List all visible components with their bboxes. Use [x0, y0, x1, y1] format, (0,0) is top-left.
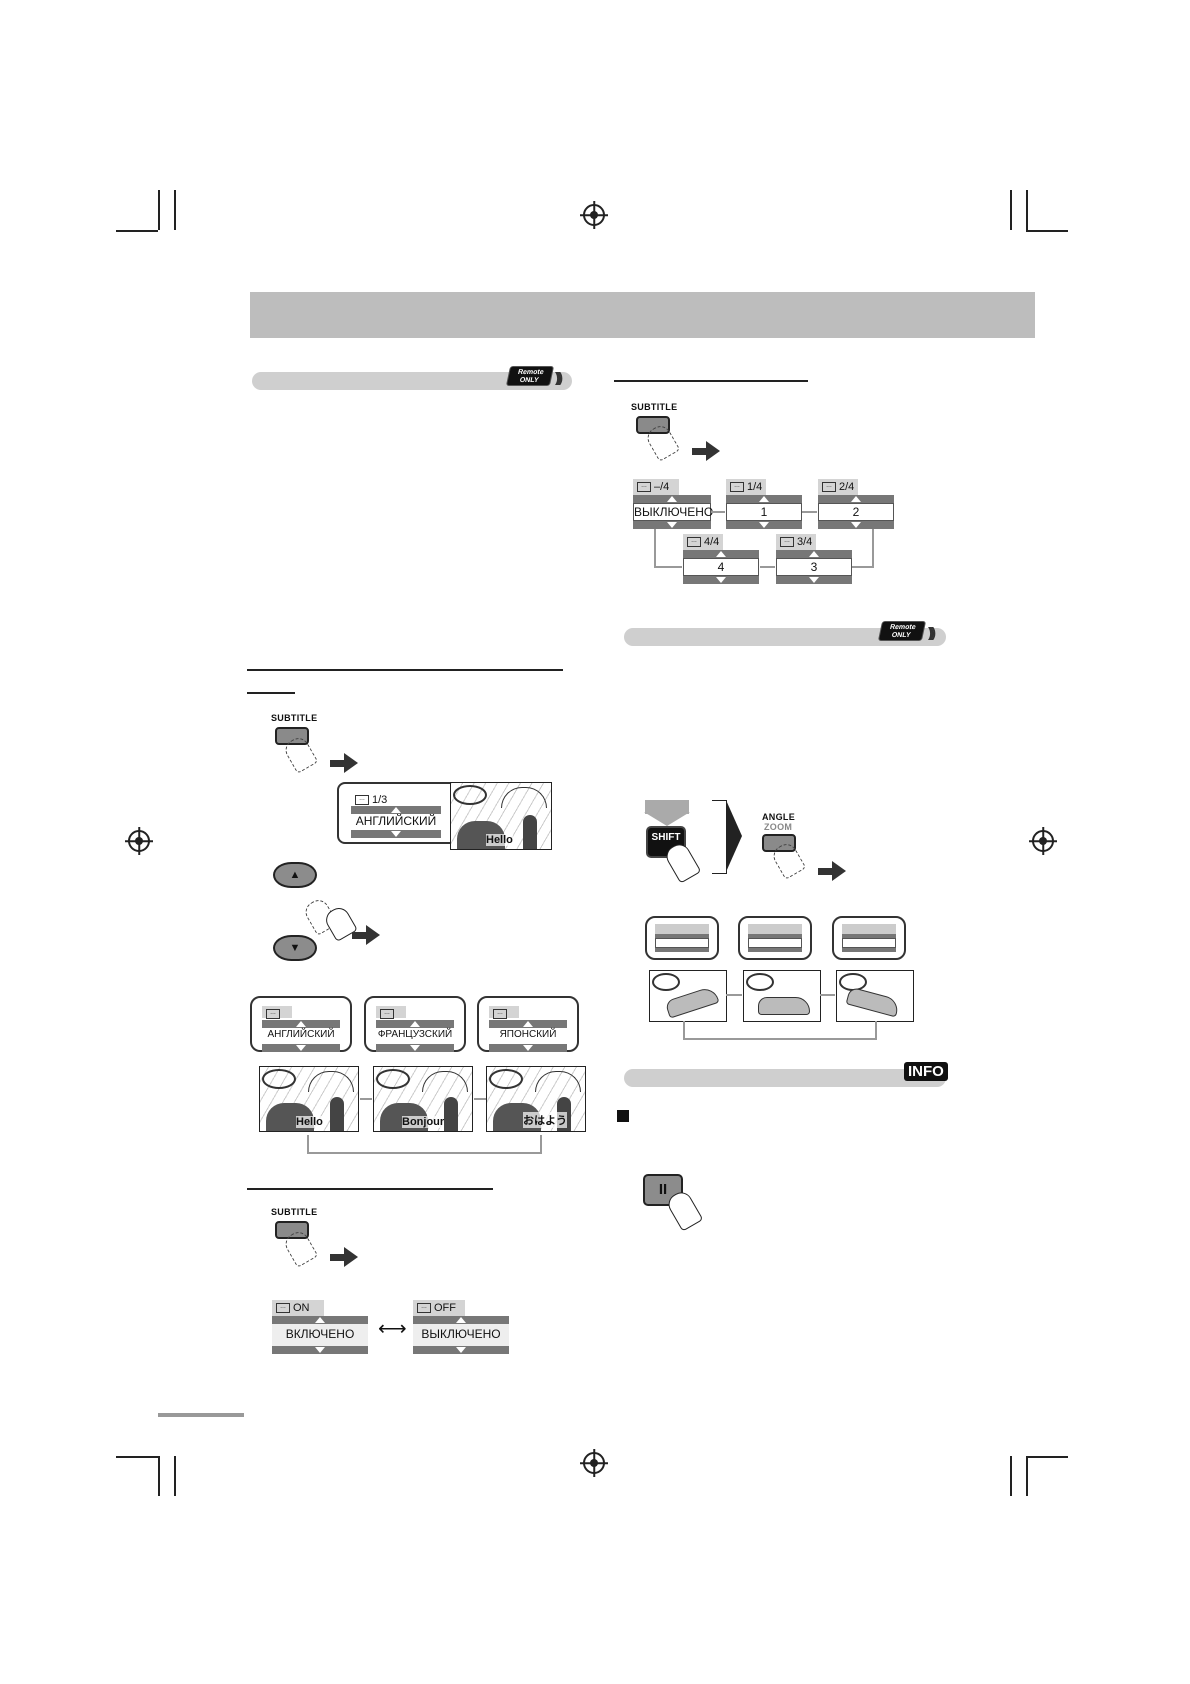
registration-mark-top	[583, 204, 605, 226]
language-option-1: АНГЛИЙСКИЙ	[262, 1028, 340, 1044]
press-arrow-icon-5	[832, 861, 846, 881]
heading-rule-1b	[247, 692, 295, 694]
subtitle-cycle-value-5: 4	[683, 558, 759, 576]
press-arrow-shaft	[330, 760, 344, 767]
press-arrow-icon-2	[366, 925, 380, 945]
language-scene-2: Bonjour	[373, 1066, 473, 1132]
subtitle-off-value: ВЫКЛЮЧЕНО	[413, 1324, 509, 1346]
shift-down-arrow-shaft	[645, 800, 689, 814]
angle-bubble-1	[645, 916, 719, 960]
language-scene-caption-1: Hello	[296, 1116, 323, 1128]
language-scene-1: Hello	[259, 1066, 359, 1132]
subtitle-cycle-step-4: …3/4 3	[776, 534, 852, 584]
page-number-bar	[158, 1413, 244, 1417]
heading-rule-1	[247, 669, 563, 671]
down-arrow-icon: ▼	[289, 942, 301, 954]
subtitle-button-3[interactable]	[636, 416, 670, 434]
up-button[interactable]: ▲	[273, 862, 317, 888]
info-section-bar	[624, 1069, 946, 1087]
subtitle-button-label: SUBTITLE	[271, 713, 318, 723]
scene-subtitle-caption: Hello	[486, 834, 513, 846]
subtitle-cycle-value-3: 2	[818, 503, 894, 521]
press-arrow-icon	[344, 753, 358, 773]
subtitle-cycle-value-2: 1	[726, 503, 802, 521]
registration-mark-left	[128, 830, 150, 852]
angle-bubble-2	[738, 916, 812, 960]
subtitle-off-osd: …OFF ВЫКЛЮЧЕНО	[413, 1300, 509, 1354]
subtitle-cycle-step-3: …2/4 2	[818, 479, 894, 529]
section-bar-right	[624, 628, 946, 646]
info-icon: INFO	[904, 1062, 948, 1081]
language-osd-header: 1/3	[372, 794, 388, 806]
press-arrow-shaft-4	[692, 448, 706, 455]
language-option-2: ФРАНЦУЗСКИЙ	[376, 1028, 454, 1044]
angle-bubble-3	[832, 916, 906, 960]
section-bar-left	[252, 372, 572, 390]
shift-down-arrow-icon	[644, 812, 690, 826]
signal-waves-icon: )))	[555, 369, 563, 385]
language-scene-caption-2: Bonjour	[402, 1116, 445, 1128]
registration-mark-right	[1032, 830, 1054, 852]
angle-scene-2	[743, 970, 821, 1022]
subtitle-cycle-step-1: …–/4 ВЫКЛЮЧЕНО	[633, 479, 714, 529]
subtitle-cycle-step-5: …4/4 4	[683, 534, 759, 584]
subtitle-button-2[interactable]	[275, 1221, 309, 1239]
down-button[interactable]: ▼	[273, 935, 317, 961]
remote-only-icon-2: Remote ONLY	[877, 621, 927, 641]
square-bullet-icon	[617, 1110, 629, 1122]
subtitle-button[interactable]	[275, 727, 309, 745]
language-scene-3: おはよう	[486, 1066, 586, 1132]
language-option-3: ЯПОНСКИЙ	[489, 1028, 567, 1044]
subtitle-cycle-value-1: ВЫКЛЮЧЕНО	[633, 503, 714, 521]
heading-rule-2	[247, 1188, 493, 1190]
toggle-arrow-icon: ⟷	[378, 1318, 407, 1340]
press-arrow-shaft-3	[330, 1254, 344, 1261]
heading-rule-3	[614, 380, 808, 382]
angle-button[interactable]	[762, 834, 796, 852]
remote-only-icon: Remote ONLY	[505, 366, 555, 386]
subtitle-cycle-step-2: …1/4 1	[726, 479, 802, 529]
angle-scene-1	[649, 970, 727, 1022]
zoom-button-label: ZOOM	[764, 822, 793, 832]
press-arrow-shaft-5	[818, 868, 832, 875]
signal-waves-icon-2: )))	[928, 624, 936, 640]
subtitle-button-label-3: SUBTITLE	[631, 402, 678, 412]
language-bubble-1: … АНГЛИЙСКИЙ	[250, 996, 352, 1052]
subtitle-on-value: ВКЛЮЧЕНО	[272, 1324, 368, 1346]
movie-scene-image: Hello	[450, 782, 552, 850]
subtitle-button-label-2: SUBTITLE	[271, 1207, 318, 1217]
page-header-bar	[250, 292, 1035, 338]
press-arrow-shaft-2	[352, 932, 366, 939]
language-osd-panel: …1/3 АНГЛИЙСКИЙ	[337, 782, 461, 844]
press-arrow-icon-3	[344, 1247, 358, 1267]
language-osd-value: АНГЛИЙСКИЙ	[351, 814, 441, 830]
subtitle-on-header: ON	[293, 1302, 310, 1314]
language-bubble-2: … ФРАНЦУЗСКИЙ	[364, 996, 466, 1052]
registration-mark-bottom	[583, 1452, 605, 1474]
angle-button-label: ANGLE	[762, 812, 795, 822]
then-arrow-icon	[726, 800, 742, 872]
then-arrow-body	[712, 800, 727, 874]
press-arrow-icon-4	[706, 441, 720, 461]
subtitle-on-osd: …ON ВКЛЮЧЕНО	[272, 1300, 368, 1354]
subtitle-off-header: OFF	[434, 1302, 456, 1314]
language-scene-caption-3: おはよう	[523, 1112, 567, 1128]
language-bubble-3: … ЯПОНСКИЙ	[477, 996, 579, 1052]
up-arrow-icon: ▲	[289, 869, 301, 881]
angle-scene-3	[836, 970, 914, 1022]
subtitle-cycle-value-4: 3	[776, 558, 852, 576]
